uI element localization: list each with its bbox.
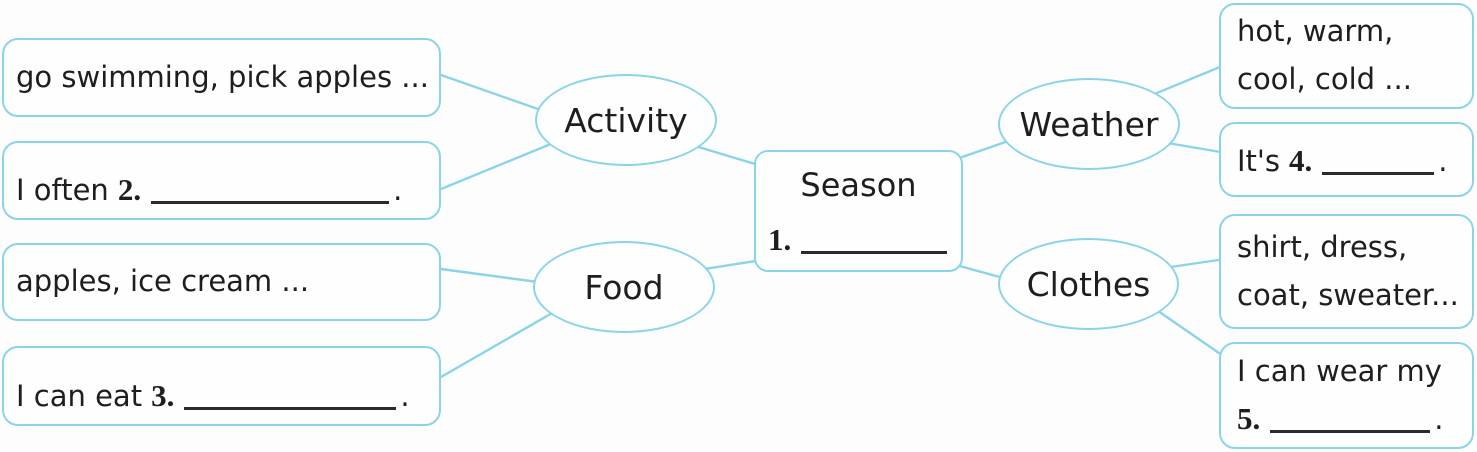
season-answer-blank[interactable]: [801, 245, 948, 254]
food-examples-text: apples, ice cream ...: [16, 264, 310, 298]
weather-examples-line1: hot, warm,: [1237, 14, 1394, 48]
food-sentence-prefix: I can eat: [16, 379, 143, 413]
food-sentence-period: .: [400, 379, 410, 413]
activity-examples-box: go swimming, pick apples ...: [2, 38, 441, 117]
clothes-examples-line1: shirt, dress,: [1237, 229, 1408, 264]
activity-examples-text: go swimming, pick apples ...: [16, 59, 429, 94]
activity-sentence-number: 2.: [117, 172, 142, 207]
clothes-answer-blank[interactable]: [1270, 424, 1431, 433]
branch-label-clothes: Clothes: [1026, 264, 1151, 304]
clothes-sentence-number: 5.: [1237, 400, 1261, 436]
season-fill-line: 1.: [766, 220, 951, 258]
clothes-sentence-period: .: [1434, 401, 1444, 436]
branch-ellipse-activity: Activity: [535, 74, 717, 166]
activity-sentence-period: .: [393, 173, 403, 207]
branch-ellipse-clothes: Clothes: [998, 238, 1179, 330]
clothes-examples-line2: coat, sweater...: [1237, 277, 1459, 312]
activity-sentence-prefix: I often: [16, 173, 109, 207]
weather-examples-line2: cool, cold ...: [1237, 62, 1412, 96]
activity-answer-blank[interactable]: [151, 195, 390, 204]
branch-label-weather: Weather: [1019, 104, 1159, 144]
branch-ellipse-food: Food: [533, 241, 715, 333]
weather-sentence-number: 4.: [1289, 143, 1313, 178]
food-examples-box: apples, ice cream ...: [2, 243, 441, 321]
clothes-sentence-line2: 5..: [1237, 395, 1462, 443]
branch-label-food: Food: [584, 267, 664, 307]
branch-ellipse-weather: Weather: [998, 78, 1180, 170]
weather-examples-box: hot, warm, cool, cold ...: [1219, 3, 1474, 109]
weather-answer-blank[interactable]: [1322, 166, 1435, 175]
clothes-sentence-line1: I can wear my: [1237, 353, 1442, 388]
weather-sentence-prefix: It's: [1237, 144, 1281, 178]
clothes-sentence-box: I can wear my 5..: [1219, 342, 1474, 449]
season-number: 1.: [768, 222, 792, 257]
weather-sentence-period: .: [1438, 144, 1448, 178]
season-title: Season: [800, 166, 917, 204]
season-center-box: Season 1.: [754, 150, 963, 272]
food-sentence-number: 3.: [151, 378, 175, 413]
food-answer-blank[interactable]: [184, 401, 397, 410]
branch-label-activity: Activity: [564, 100, 688, 140]
clothes-examples-box: shirt, dress, coat, sweater...: [1219, 214, 1474, 329]
